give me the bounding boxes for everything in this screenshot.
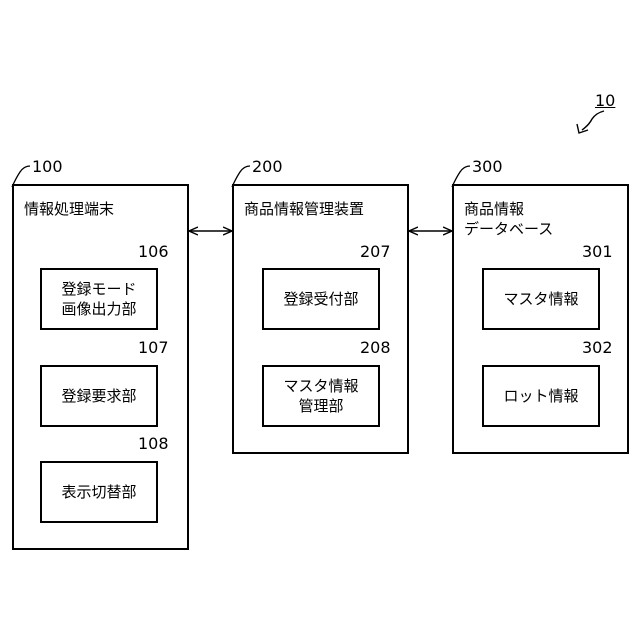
- component-ref-207: 207: [360, 243, 391, 261]
- component-label-line: マスタ情報: [283, 376, 358, 396]
- block-ref-300: 300: [472, 158, 503, 176]
- block-title: データベース: [464, 220, 553, 238]
- system-ref-label: 10: [595, 92, 615, 110]
- component-label-line: 画像出力部: [61, 299, 136, 319]
- component-label-line: 登録モード: [61, 279, 136, 299]
- block-ref-200: 200: [252, 158, 283, 176]
- component-label-line: 登録受付部: [283, 289, 358, 309]
- master-info-management-unit: マスタ情報 管理部: [262, 365, 380, 427]
- component-ref-108: 108: [138, 435, 169, 453]
- registration-reception-unit: 登録受付部: [262, 268, 380, 330]
- block-title: 商品情報: [464, 200, 524, 218]
- block-title: 商品情報管理装置: [244, 200, 364, 218]
- component-ref-106: 106: [138, 243, 169, 261]
- component-ref-302: 302: [582, 339, 613, 357]
- system-pointer-arrow: [582, 111, 604, 130]
- component-label-line: ロット情報: [503, 386, 578, 406]
- component-label-line: マスタ情報: [503, 289, 578, 309]
- block-title: 情報処理端末: [24, 200, 114, 218]
- component-ref-208: 208: [360, 339, 391, 357]
- master-info-store: マスタ情報: [482, 268, 600, 330]
- component-ref-107: 107: [138, 339, 169, 357]
- component-label-line: 管理部: [298, 396, 343, 416]
- component-label-line: 表示切替部: [61, 482, 136, 502]
- registration-mode-image-output-unit: 登録モード 画像出力部: [40, 268, 158, 330]
- registration-request-unit: 登録要求部: [40, 365, 158, 427]
- block-ref-100: 100: [32, 158, 63, 176]
- component-ref-301: 301: [582, 243, 613, 261]
- lot-info-store: ロット情報: [482, 365, 600, 427]
- display-switching-unit: 表示切替部: [40, 461, 158, 523]
- component-label-line: 登録要求部: [61, 386, 136, 406]
